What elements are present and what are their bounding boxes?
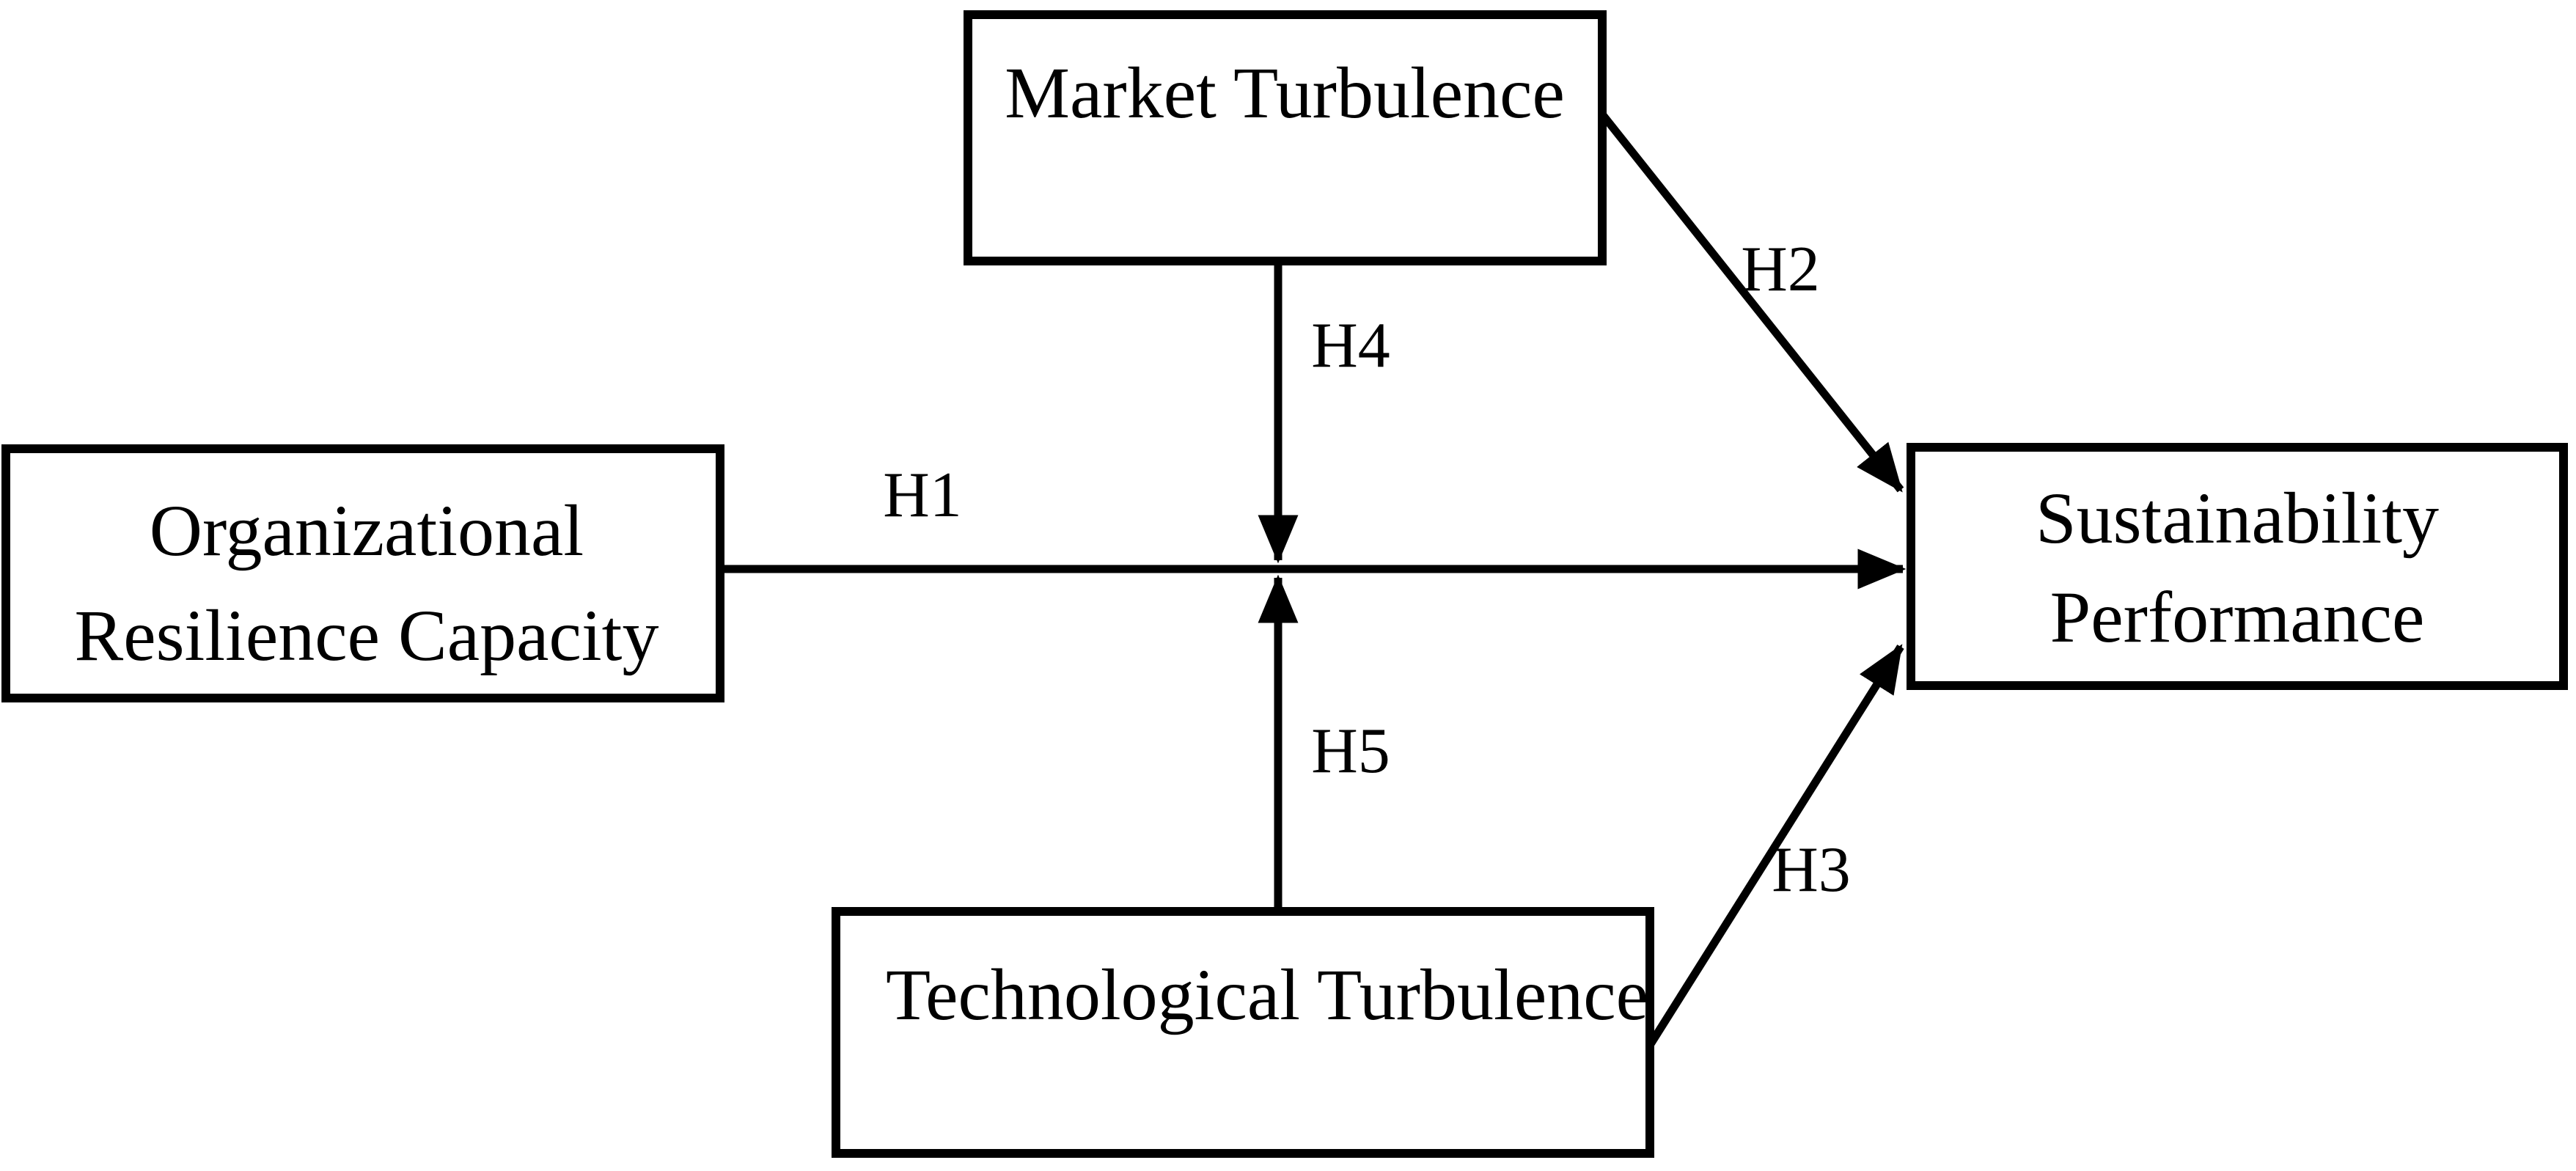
- edge-h2-label: H2: [1741, 234, 1820, 305]
- node-sustainability-performance: [1907, 443, 2568, 690]
- node-technological-turbulence: [832, 907, 1654, 1158]
- edge-h3-arrow: [1647, 644, 1904, 1046]
- edge-h5-label: H5: [1311, 716, 1390, 787]
- node-market-turbulence: [964, 10, 1607, 265]
- node-organizational-resilience-capacity: [1, 444, 724, 702]
- edge-h4-label: H4: [1311, 310, 1390, 381]
- edge-h1-label: H1: [883, 460, 962, 531]
- node-organizational-resilience-capacity-label-line1: Organizational: [150, 490, 584, 571]
- node-organizational-resilience-capacity-label-line2: Resilience Capacity: [75, 595, 659, 676]
- node-market-turbulence-label: Market Turbulence: [1005, 52, 1565, 133]
- node-sustainability-performance-label-line2: Performance: [2050, 576, 2425, 658]
- node-sustainability-performance-label-line1: Sustainability: [2036, 477, 2439, 559]
- node-technological-turbulence-label: Technological Turbulence: [886, 954, 1648, 1035]
- edge-h2-arrow: [1599, 112, 1904, 493]
- edge-h3-label: H3: [1772, 834, 1851, 906]
